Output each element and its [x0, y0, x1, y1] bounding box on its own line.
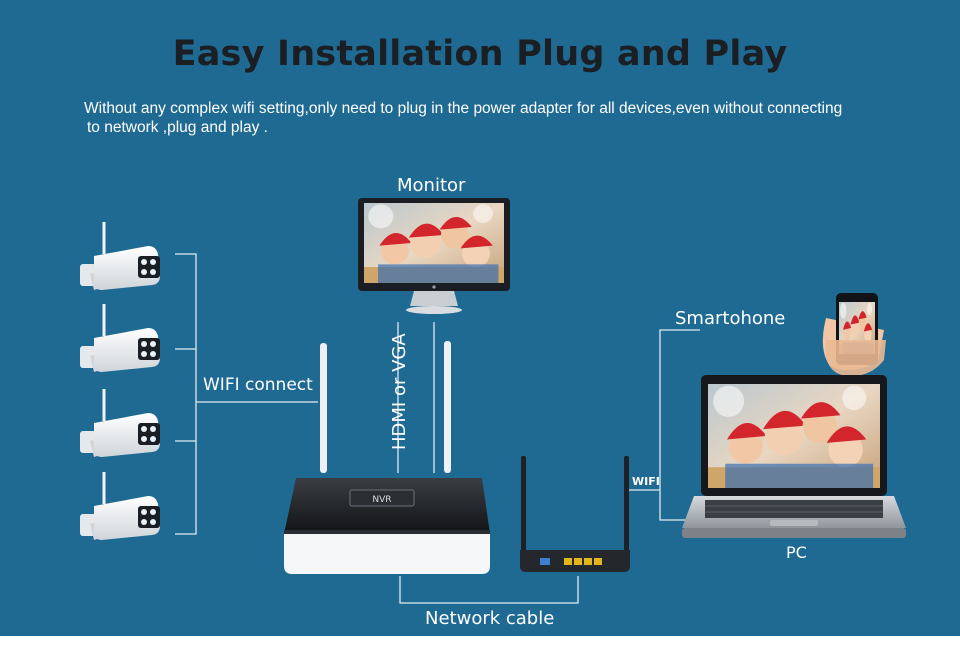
- bullet-camera-icon: [78, 220, 162, 292]
- bullet-camera-icon: [78, 470, 162, 542]
- pc-label: PC: [786, 543, 807, 562]
- connector-lines: [175, 253, 702, 604]
- smartphone-label: Smartohone: [675, 308, 786, 329]
- monitor-label: Monitor: [397, 175, 466, 196]
- page-title: Easy Installation Plug and Play: [172, 34, 788, 74]
- network-cable-label: Network cable: [425, 608, 555, 629]
- subtitle-line-1: Without any complex wifi setting,only ne…: [84, 100, 843, 117]
- bullet-camera-icon: [78, 387, 162, 459]
- subtitle-line-2: to network ,plug and play .: [87, 119, 268, 136]
- bullet-camera-icon: [78, 302, 162, 374]
- wifi-label: WIFI: [632, 475, 660, 488]
- laptop-icon: [682, 375, 906, 538]
- nvr-badge-label: NVR: [372, 495, 391, 505]
- router-icon: [520, 456, 630, 572]
- wifi-connect-label: WIFI connect: [203, 375, 313, 395]
- smartphone-icon: [822, 293, 886, 377]
- nvr-recorder-icon: NVR: [284, 341, 490, 574]
- subtitle: Without any complex wifi setting,only ne…: [84, 99, 904, 137]
- monitor-icon: [358, 198, 510, 314]
- hdmi-vga-label: HDMI or VGA: [389, 333, 410, 450]
